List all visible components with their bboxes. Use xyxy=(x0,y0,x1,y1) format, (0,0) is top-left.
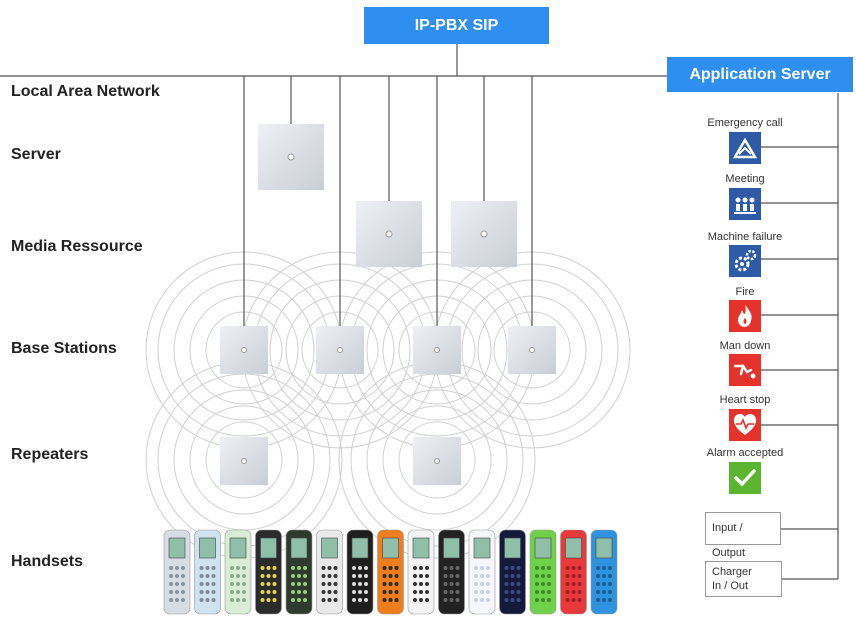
alarm-label-alarm-accepted: Alarm accepted xyxy=(706,447,784,459)
charger-line-1: Charger xyxy=(712,566,752,578)
handset xyxy=(407,529,435,615)
repeater-2 xyxy=(413,437,461,485)
row-label-base-stations: Base Stations xyxy=(11,340,117,357)
media-resource-device-2 xyxy=(451,201,517,267)
alarm-label-fire: Fire xyxy=(735,286,755,298)
coverage-rings xyxy=(145,251,631,559)
alarm-label-meeting: Meeting xyxy=(725,173,765,185)
check-icon xyxy=(729,462,761,494)
machine-failure-icon xyxy=(729,245,761,277)
handsets-group xyxy=(163,529,618,615)
handset xyxy=(285,529,313,615)
media-resource-device-1 xyxy=(356,201,422,267)
row-label-lan: Local Area Network xyxy=(11,83,160,100)
input-output-box: Input / Output xyxy=(705,512,781,559)
base-station-3 xyxy=(413,326,461,374)
application-server-box: Application Server xyxy=(667,57,853,92)
base-station-2 xyxy=(316,326,364,374)
fire-icon xyxy=(729,300,761,332)
base-station-4 xyxy=(508,326,556,374)
handset xyxy=(499,529,526,615)
heart-stop-icon xyxy=(729,409,761,441)
alarm-label-machine-failure: Machine failure xyxy=(707,231,783,243)
handset xyxy=(316,529,343,615)
alarm-label-emergency-call: Emergency call xyxy=(707,117,783,129)
handset xyxy=(468,529,496,615)
repeater-1 xyxy=(220,437,268,485)
ip-pbx-box: IP-PBX SIP xyxy=(364,7,549,44)
row-label-repeaters: Repeaters xyxy=(11,446,89,463)
handset xyxy=(224,529,252,615)
handset xyxy=(377,529,404,615)
handset xyxy=(163,529,191,615)
row-label-media: Media Ressource xyxy=(11,238,143,255)
meeting-icon xyxy=(729,188,761,220)
handset xyxy=(255,529,282,615)
emergency-call-icon xyxy=(729,132,761,164)
handset xyxy=(346,529,374,615)
handset xyxy=(194,529,221,615)
server-device xyxy=(258,124,324,190)
handset xyxy=(590,529,618,615)
handset xyxy=(529,529,557,615)
handset xyxy=(438,529,465,615)
handset xyxy=(560,529,587,615)
lan-lines xyxy=(0,44,839,580)
alarm-label-heart-stop: Heart stop xyxy=(719,394,771,406)
base-station-1 xyxy=(220,326,268,374)
alarm-label-man-down: Man down xyxy=(719,340,771,352)
charger-box: Charger In / Out xyxy=(705,561,782,597)
row-label-server: Server xyxy=(11,146,61,163)
man-down-icon xyxy=(729,354,761,386)
charger-line-2: In / Out xyxy=(712,580,749,592)
row-label-handsets: Handsets xyxy=(11,553,84,570)
